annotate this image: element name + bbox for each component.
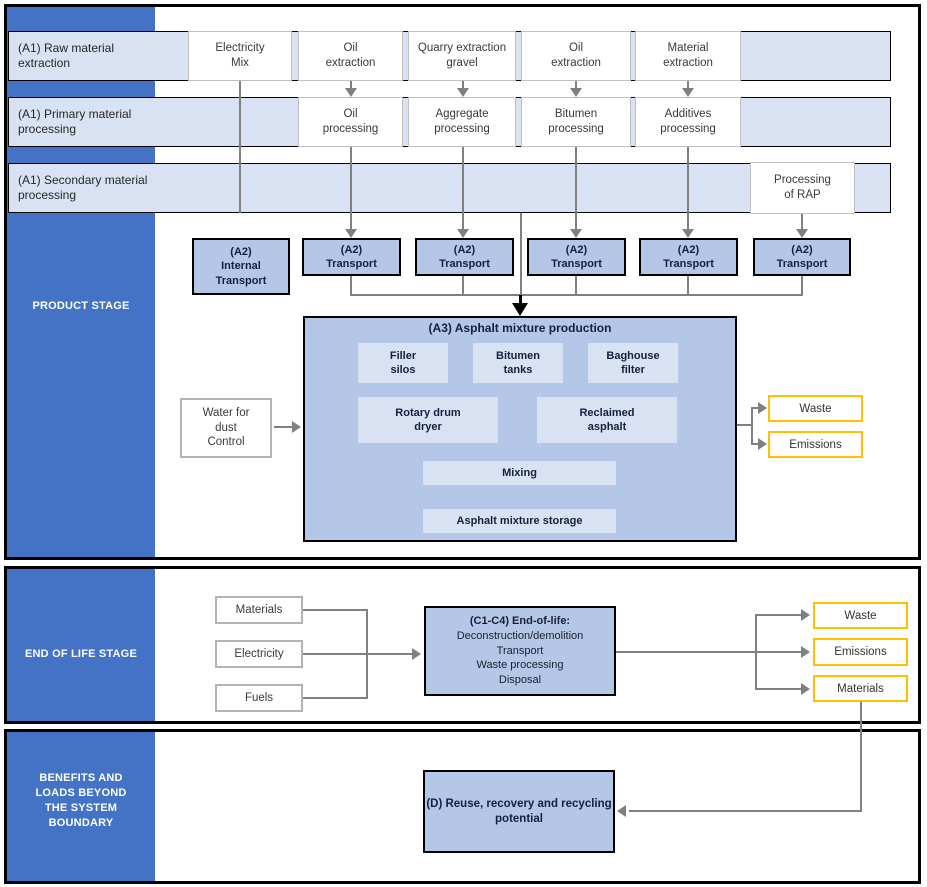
box-internal-transport: (A2) Internal Transport: [192, 238, 290, 295]
transport-box-2: (A2) Transport: [415, 238, 514, 276]
connector-eol-emissions: [755, 651, 803, 653]
connector-t1-stub: [350, 276, 352, 296]
box-bitumen-processing: Bitumen processing: [521, 97, 631, 147]
transport-box-3: (A2) Transport: [527, 238, 626, 276]
arrowhead-down: [570, 229, 582, 238]
arrowhead-down: [345, 229, 357, 238]
eol-output-waste: Waste: [813, 602, 908, 629]
unit-asphalt-mixture-storage: Asphalt mixture storage: [423, 509, 616, 533]
end-of-life-sidebar: [7, 569, 155, 721]
d-reuse-recovery-box: (D) Reuse, recovery and recycling potent…: [423, 770, 615, 853]
connector-col3-a: [462, 81, 464, 89]
connector-secondary-to-a3: [520, 213, 522, 295]
product-output-emissions: Emissions: [768, 431, 863, 458]
connector-transport-collector: [351, 294, 802, 296]
secondary-material-row-bar: [8, 163, 891, 213]
connector-a3-out: [737, 424, 753, 426]
box-oil-processing: Oil processing: [298, 97, 403, 147]
arrowhead-right: [801, 646, 810, 658]
connector-col5-b: [687, 147, 689, 229]
arrowhead-down: [682, 229, 694, 238]
transport-box-1: (A2) Transport: [302, 238, 401, 276]
eol-input-fuels: Fuels: [215, 684, 303, 712]
connector-a3-waste: [751, 407, 759, 409]
arrowhead-down: [345, 88, 357, 97]
connector-t2-stub: [462, 276, 464, 296]
product-stage-sidebar: [7, 7, 155, 557]
unit-bitumen-tanks: Bitumen tanks: [473, 343, 563, 383]
secondary-material-row-label: (A1) Secondary material processing: [18, 173, 148, 202]
connector-col3-b: [462, 147, 464, 229]
arrowhead-down: [457, 88, 469, 97]
connector-eol-materials: [755, 688, 803, 690]
product-output-waste: Waste: [768, 395, 863, 422]
unit-filler-silos: Filler silos: [358, 343, 448, 383]
box-quarry-extraction-gravel: Quarry extraction gravel: [408, 31, 516, 81]
connector-t4-stub: [687, 276, 689, 296]
primary-material-row-label: (A1) Primary material processing: [18, 107, 132, 136]
transport-box-5: (A2) Transport: [753, 238, 851, 276]
connector-col4-b: [575, 147, 577, 229]
connector-eol-waste: [755, 614, 803, 616]
connector-materials-to-d-vert: [860, 702, 862, 812]
a3-title: (A3) Asphalt mixture production: [428, 321, 612, 335]
arrowhead-right: [412, 648, 421, 660]
unit-reclaimed-asphalt: Reclaimed asphalt: [537, 397, 677, 443]
connector-fuels-in: [303, 697, 368, 699]
connector-rap-down: [801, 214, 803, 229]
box-additives-processing: Additives processing: [635, 97, 741, 147]
end-of-life-label: END OF LIFE STAGE: [25, 648, 137, 660]
box-material-extraction: Material extraction: [635, 31, 741, 81]
eol-input-materials: Materials: [215, 596, 303, 624]
connector-electricity-down: [239, 81, 241, 213]
connector-materials-to-d-horiz: [629, 810, 862, 812]
connector-a3-entry: [519, 295, 522, 304]
arrowhead-down: [457, 229, 469, 238]
eol-output-emissions: Emissions: [813, 638, 908, 666]
box-aggregate-processing: Aggregate processing: [408, 97, 516, 147]
arrowhead-right: [758, 402, 767, 414]
arrowhead-right: [801, 683, 810, 695]
water-for-dust-control-box: Water for dust Control: [180, 398, 272, 458]
transport-box-4: (A2) Transport: [639, 238, 738, 276]
arrowhead-right: [292, 421, 301, 433]
arrowhead-down: [570, 88, 582, 97]
arrowhead-down-black: [512, 303, 528, 316]
arrowhead-down: [682, 88, 694, 97]
connector-water-to-a3: [274, 426, 294, 428]
raw-material-row-label: (A1) Raw material extraction: [18, 41, 115, 70]
connector-eol-out: [616, 651, 756, 653]
connector-col2-b: [350, 147, 352, 229]
box-electricity-mix: Electricity Mix: [188, 31, 292, 81]
eol-output-materials: Materials: [813, 675, 908, 702]
connector-electricity-in: [303, 653, 414, 655]
arrowhead-left: [617, 805, 626, 817]
box-oil-extraction-2: Oil extraction: [521, 31, 631, 81]
eol-process-title: (C1-C4) End-of-life:: [469, 614, 571, 627]
arrowhead-down: [796, 229, 808, 238]
unit-baghouse-filter: Baghouse filter: [588, 343, 678, 383]
benefits-label: BENEFITS AND LOADS BEYOND THE SYSTEM BOU…: [35, 772, 127, 829]
unit-rotary-drum-dryer: Rotary drum dryer: [358, 397, 498, 443]
eol-input-electricity: Electricity: [215, 640, 303, 668]
eol-process-box: (C1-C4) End-of-life: Deconstruction/demo…: [424, 606, 616, 696]
box-oil-extraction-1: Oil extraction: [298, 31, 403, 81]
connector-t3-stub: [575, 276, 577, 296]
connector-materials-in: [303, 609, 368, 611]
unit-mixing: Mixing: [423, 461, 616, 485]
benefits-sidebar: [7, 732, 155, 881]
connector-a3-out-branch: [751, 407, 753, 445]
connector-col5-a: [687, 81, 689, 89]
eol-process-lines: Deconstruction/demolition Transport Wast…: [456, 629, 584, 687]
box-processing-of-rap: Processing of RAP: [750, 162, 855, 214]
connector-col2-a: [350, 81, 352, 89]
connector-t5-stub: [801, 276, 803, 296]
arrowhead-right: [758, 438, 767, 450]
connector-col4-a: [575, 81, 577, 89]
arrowhead-right: [801, 609, 810, 621]
product-stage-label: PRODUCT STAGE: [32, 300, 130, 312]
connector-a3-emissions: [751, 443, 759, 445]
